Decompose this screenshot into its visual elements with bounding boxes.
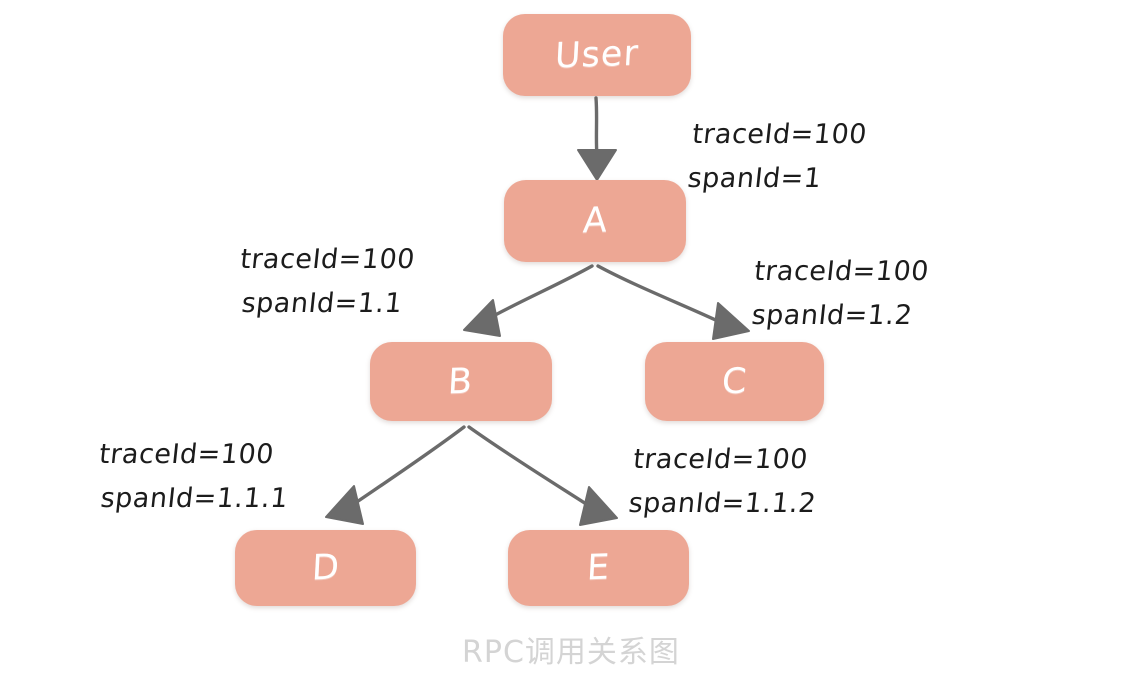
node-d-label: D — [310, 547, 341, 589]
edge-label-trace-id: traceId=100 — [238, 244, 417, 275]
node-user-label: User — [553, 33, 641, 77]
node-b-label: B — [447, 361, 475, 402]
edge-label-span-id: spanId=1.2 — [750, 300, 914, 331]
arrow-a-to-c — [596, 264, 750, 340]
node-e[interactable]: E — [508, 530, 689, 606]
node-c[interactable]: C — [645, 342, 824, 421]
edge-label-b-to-e: traceId=100 spanId=1.1.2 — [626, 438, 823, 526]
edge-label-span-id: spanId=1.1.2 — [627, 488, 818, 519]
node-a[interactable]: A — [504, 180, 686, 262]
edge-label-span-id: spanId=1.1.1 — [99, 483, 290, 514]
edge-label-span-id: spanId=1 — [686, 163, 824, 194]
edge-label-a-to-c: traceId=100 spanId=1.2 — [747, 250, 931, 338]
node-user[interactable]: User — [503, 14, 691, 96]
arrow-a-to-b — [463, 264, 594, 337]
node-c-label: C — [720, 361, 749, 402]
diagram-caption: RPC调用关系图 — [462, 635, 680, 670]
edge-label-a-to-b: traceId=100 spanId=1.1 — [233, 238, 417, 326]
node-e-label: E — [585, 547, 612, 589]
node-d[interactable]: D — [235, 530, 416, 606]
edge-label-trace-id: traceId=100 — [631, 444, 810, 475]
edge-label-span-id: spanId=1.1 — [240, 288, 404, 319]
edge-label-trace-id: traceId=100 — [752, 256, 931, 287]
arrow-b-to-e — [467, 425, 618, 526]
edge-label-trace-id: traceId=100 — [690, 119, 869, 150]
node-b[interactable]: B — [370, 342, 552, 421]
node-a-label: A — [581, 200, 609, 242]
arrow-b-to-d — [325, 425, 466, 525]
edge-label-trace-id: traceId=100 — [97, 439, 276, 470]
edge-label-user-to-a: traceId=100 spanId=1 — [685, 113, 869, 201]
edge-label-b-to-d: traceId=100 spanId=1.1.1 — [92, 433, 295, 521]
arrow-user-to-a — [577, 96, 617, 181]
